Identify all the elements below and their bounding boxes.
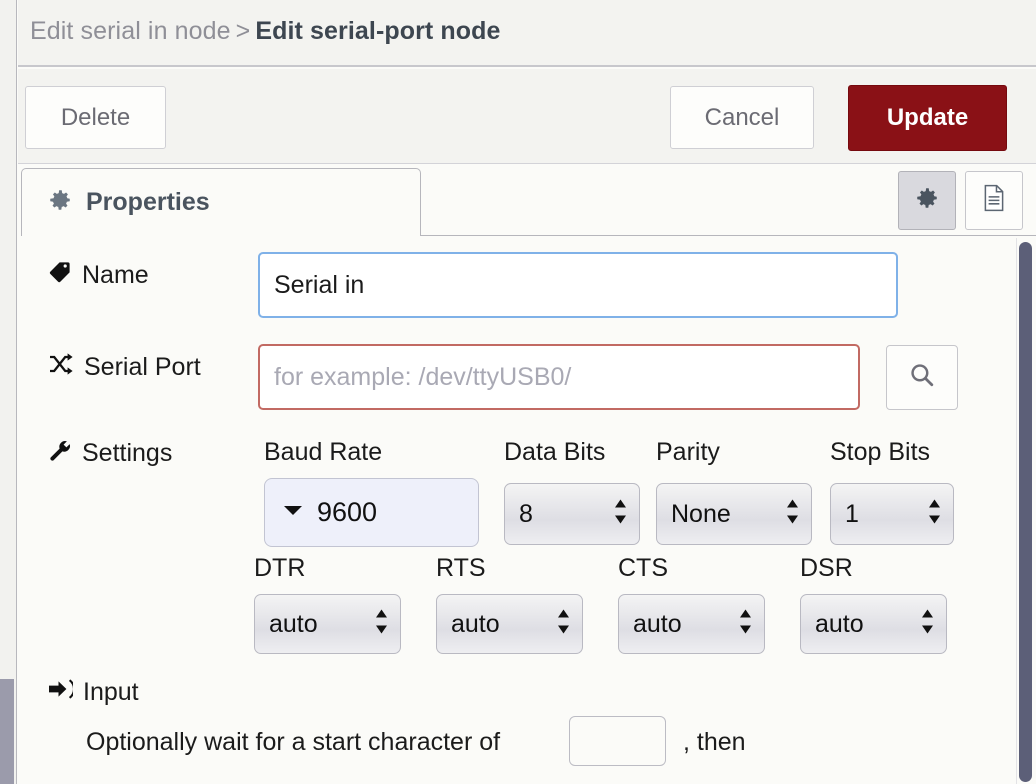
stop-bits-label: Stop Bits <box>830 438 931 466</box>
content-scrollbar-thumb[interactable] <box>1019 242 1032 782</box>
settings-label-text: Settings <box>82 439 173 467</box>
tab-properties-label: Properties <box>86 188 210 216</box>
breadcrumb-previous[interactable]: Edit serial in node <box>30 17 231 45</box>
data-bits-label: Data Bits <box>504 438 606 466</box>
rts-select-wrap: auto <box>436 594 583 654</box>
wrench-icon <box>48 438 72 469</box>
serial-port-label: Serial Port <box>48 352 201 383</box>
start-character-row: Optionally wait for a start character of… <box>86 716 746 766</box>
settings-row: Settings <box>48 438 172 469</box>
serial-port-row: Serial Port <box>48 352 201 383</box>
serial-port-input[interactable] <box>258 344 860 410</box>
cancel-button[interactable]: Cancel <box>670 86 814 149</box>
baud-rate-label: Baud Rate <box>264 438 383 466</box>
rts-label: RTS <box>436 554 486 582</box>
dialog-header: Edit serial in node>Edit serial-port nod… <box>18 0 1036 67</box>
dtr-select[interactable]: auto <box>254 594 401 654</box>
dtr-select-wrap: auto <box>254 594 401 654</box>
dsr-select-wrap: auto <box>800 594 947 654</box>
input-section-label: Input <box>48 678 139 707</box>
rts-select[interactable]: auto <box>436 594 583 654</box>
data-bits-select-wrap: 8 <box>504 483 640 545</box>
settings-panel-button[interactable] <box>898 171 956 230</box>
serial-port-search-button[interactable] <box>886 345 958 410</box>
cts-select-wrap: auto <box>618 594 765 654</box>
dsr-select[interactable]: auto <box>800 594 947 654</box>
dtr-label: DTR <box>254 554 306 582</box>
tab-bar: Properties <box>18 166 1036 238</box>
tab-bar-rule <box>421 235 1036 236</box>
cts-label: CTS <box>618 554 668 582</box>
name-row: Name <box>48 260 149 291</box>
description-panel-button[interactable] <box>965 171 1023 230</box>
start-character-input[interactable] <box>569 716 666 766</box>
parity-select[interactable]: None <box>656 483 812 545</box>
name-label: Name <box>48 260 149 291</box>
then-text: , then <box>683 728 746 756</box>
sign-in-icon <box>48 678 76 707</box>
cts-select[interactable]: auto <box>618 594 765 654</box>
gear-icon <box>914 185 940 216</box>
delete-button[interactable]: Delete <box>25 86 166 149</box>
search-icon <box>908 361 936 394</box>
stop-bits-select[interactable]: 1 <box>830 483 954 545</box>
parity-select-wrap: None <box>656 483 812 545</box>
gear-icon <box>47 187 73 218</box>
dialog-button-bar: Delete Cancel Update <box>18 69 1036 164</box>
dsr-label: DSR <box>800 554 853 582</box>
baud-rate-combo[interactable]: 9600 <box>264 478 479 547</box>
settings-label: Settings <box>48 438 172 469</box>
tab-properties[interactable]: Properties <box>21 168 421 236</box>
start-character-text: Optionally wait for a start character of <box>86 728 501 756</box>
data-bits-select[interactable]: 8 <box>504 483 640 545</box>
tag-icon <box>48 260 72 291</box>
left-scroll-thumb[interactable] <box>0 679 14 784</box>
parity-label: Parity <box>656 438 720 466</box>
description-icon <box>981 184 1007 217</box>
random-icon <box>48 352 74 383</box>
properties-panel: Name Serial Port <box>18 238 1036 784</box>
serial-port-label-text: Serial Port <box>84 353 201 381</box>
left-edge-strip <box>0 0 17 784</box>
breadcrumb-separator: > <box>235 17 251 45</box>
input-section-label-text: Input <box>83 678 139 706</box>
breadcrumb-current: Edit serial-port node <box>255 17 501 45</box>
caret-down-icon <box>283 503 303 522</box>
name-input[interactable] <box>258 252 898 318</box>
name-label-text: Name <box>82 261 149 289</box>
baud-rate-value: 9600 <box>317 497 378 527</box>
input-section-row: Input <box>48 678 139 707</box>
breadcrumb: Edit serial in node>Edit serial-port nod… <box>30 17 501 46</box>
stop-bits-select-wrap: 1 <box>830 483 954 545</box>
update-button[interactable]: Update <box>848 85 1007 151</box>
